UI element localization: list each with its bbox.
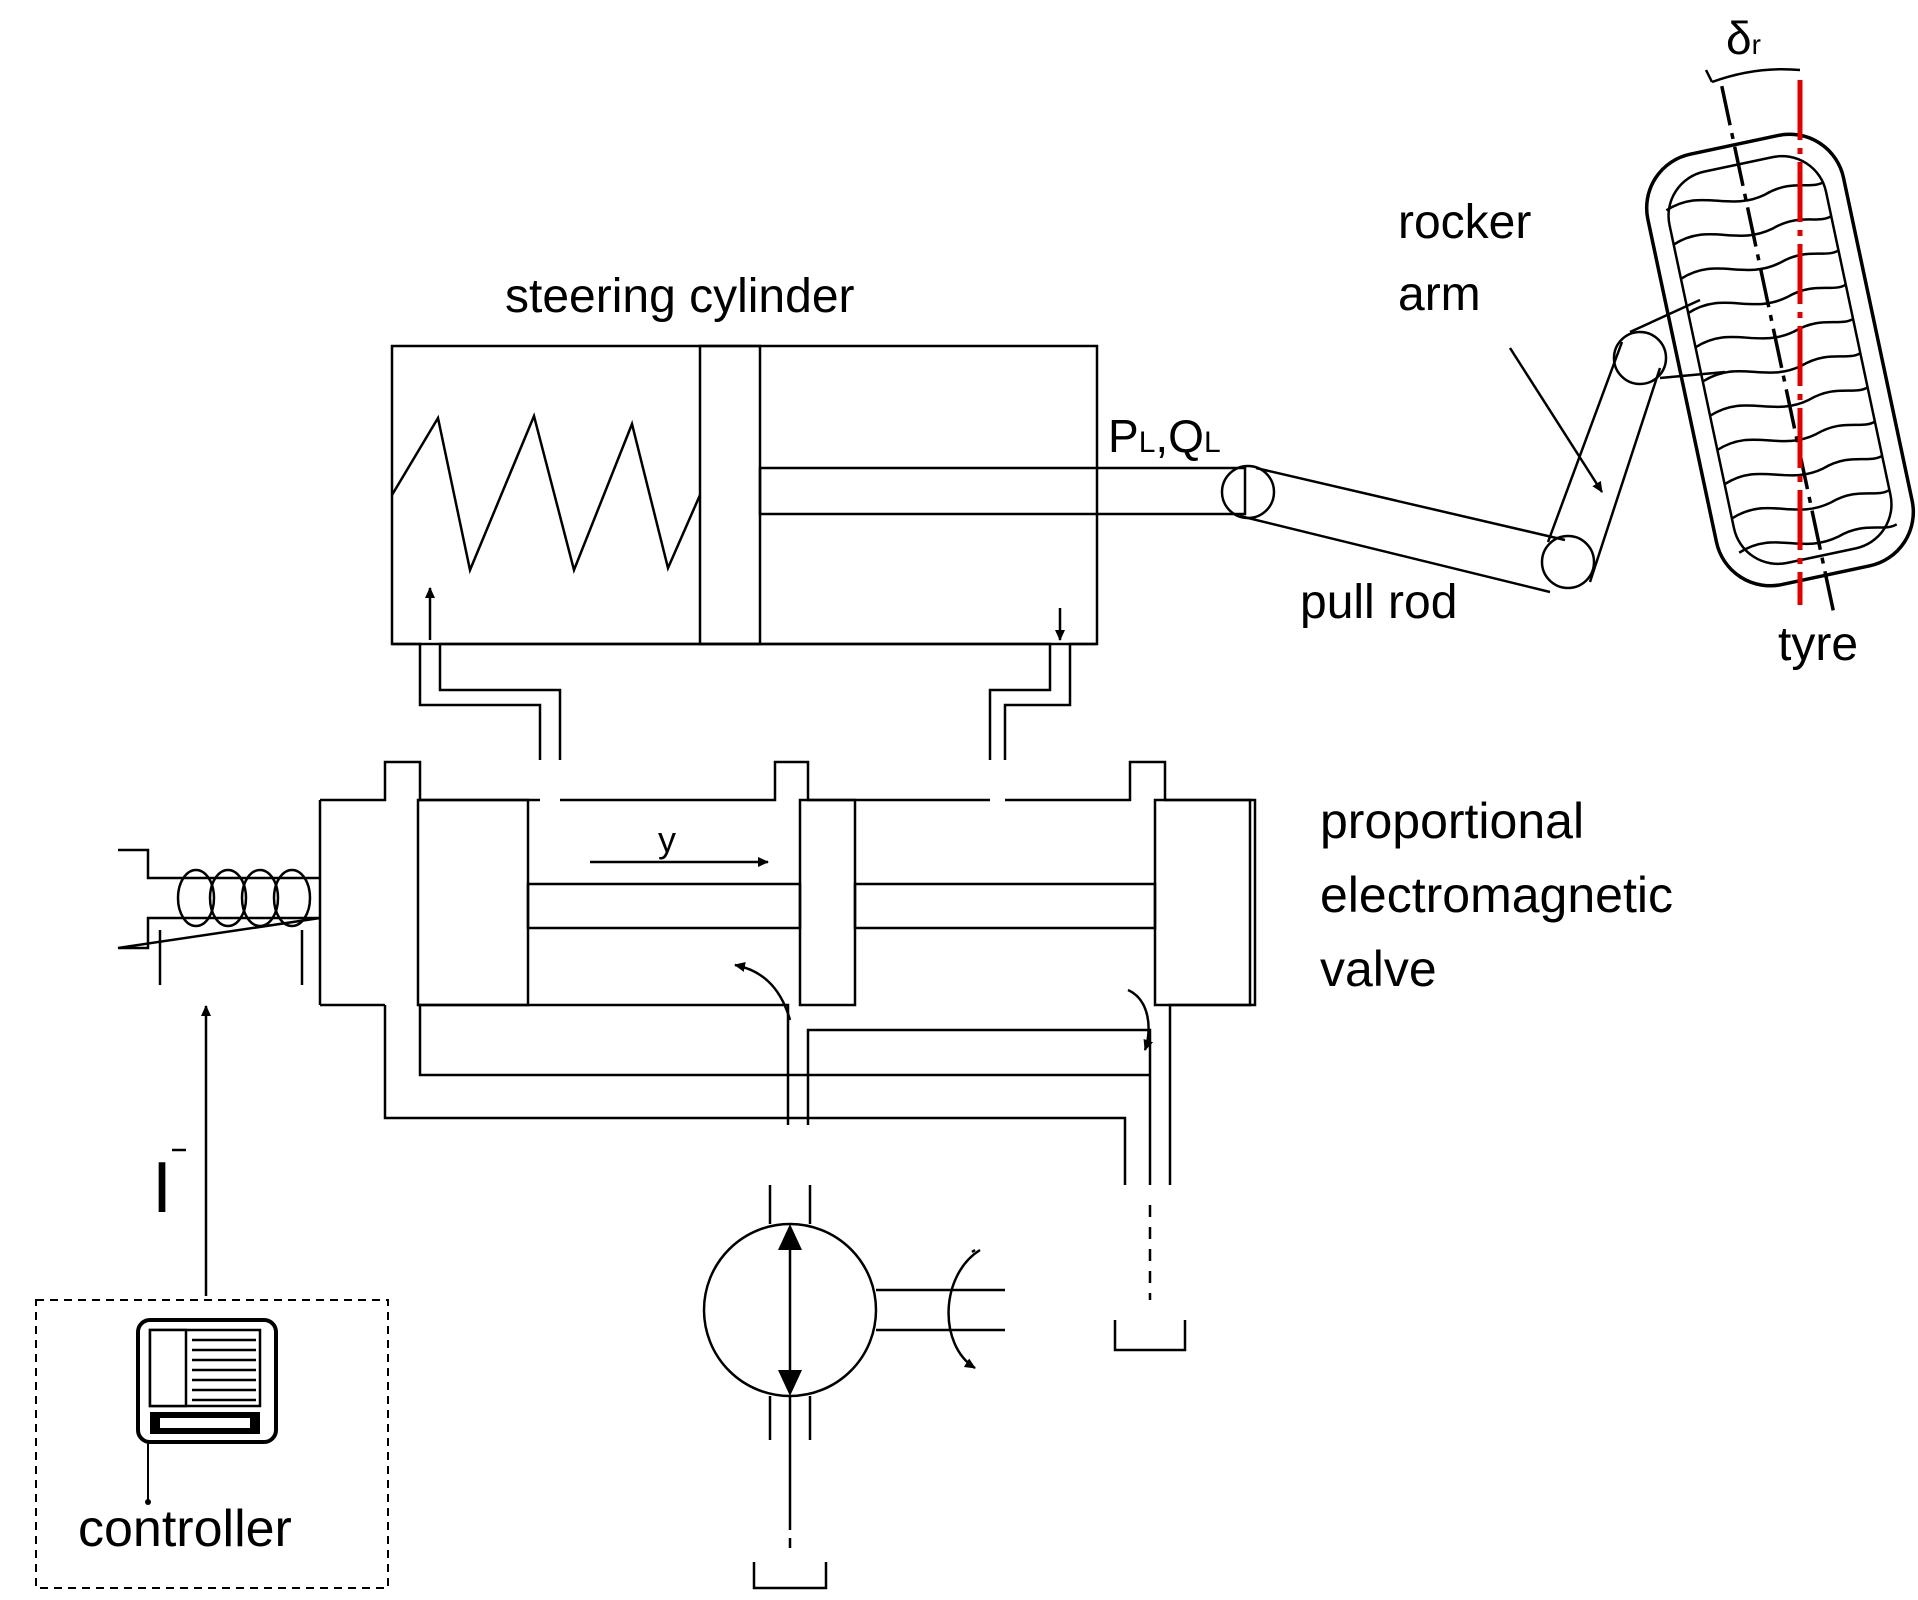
cylinder-spring xyxy=(390,412,702,575)
steering-cylinder-label: steering cylinder xyxy=(505,270,855,323)
return-line xyxy=(1113,1125,1187,1352)
valve-label-line2: electromagnetic xyxy=(1320,867,1673,923)
piston-rod xyxy=(758,466,1247,516)
pump-suction-line xyxy=(752,1396,828,1590)
spool-land-middle xyxy=(798,798,857,1007)
controller-box xyxy=(35,1299,389,1589)
controller-label: controller xyxy=(78,1500,292,1558)
controller-ecu-icon xyxy=(136,1318,278,1505)
cylinder-piston xyxy=(698,344,762,646)
rocker-arm-link xyxy=(1629,298,1726,380)
supply-flow-arrow xyxy=(734,962,792,1021)
cylinder-body xyxy=(390,344,1099,646)
proportional-valve xyxy=(318,760,1257,1185)
rocker-arm-label-line2: arm xyxy=(1398,268,1481,321)
pull-rod xyxy=(1239,466,1566,594)
pull-rod-label: pull rod xyxy=(1300,576,1457,629)
tank-symbol-icon xyxy=(752,1562,828,1590)
valve-label-line1: proportional xyxy=(1320,793,1584,849)
tyre-outline xyxy=(1644,132,1916,588)
spool-land-left xyxy=(416,798,530,1007)
rocker-pivot xyxy=(1612,330,1668,386)
pipes-cylinder-valve xyxy=(418,670,1072,760)
tyre-label: tyre xyxy=(1778,618,1858,671)
rocker-arm-label-line1: rocker xyxy=(1398,196,1531,249)
linkage xyxy=(1220,298,1726,594)
pull-rod-joint xyxy=(1540,534,1596,590)
rod-joint xyxy=(1220,464,1276,520)
steer-angle-arc xyxy=(1711,67,1801,84)
pump-rotation-arrow xyxy=(947,1248,981,1370)
tank-symbol-icon-right xyxy=(1113,1320,1187,1352)
pump-symbol-icon xyxy=(702,1185,1005,1440)
spool-displacement-label: y xyxy=(658,819,676,860)
solenoid-plunger xyxy=(117,848,321,950)
solenoid-coil-icon xyxy=(176,868,312,928)
return-flow-arrow xyxy=(1127,988,1154,1051)
tyre xyxy=(1644,85,1916,615)
spool-stem-right xyxy=(853,882,1157,930)
rocker-arm xyxy=(1546,341,1662,583)
valve-body xyxy=(318,760,1257,1185)
pump-drive-shaft xyxy=(876,1288,1005,1332)
rocker-arm-leader xyxy=(1508,347,1604,493)
spool-land-right xyxy=(1153,798,1252,1007)
solenoid xyxy=(117,848,321,985)
pl-ql-label: PL,QL xyxy=(1108,410,1221,462)
steering-cylinder xyxy=(390,344,1247,670)
valve-label-line3: valve xyxy=(1320,941,1437,997)
current-label: I xyxy=(152,1148,172,1228)
tyre-tread xyxy=(1665,180,1898,554)
spool-stem-left xyxy=(526,882,802,930)
steer-angle-label: δr xyxy=(1726,12,1761,64)
tyre-tilted-axis xyxy=(1720,85,1836,615)
